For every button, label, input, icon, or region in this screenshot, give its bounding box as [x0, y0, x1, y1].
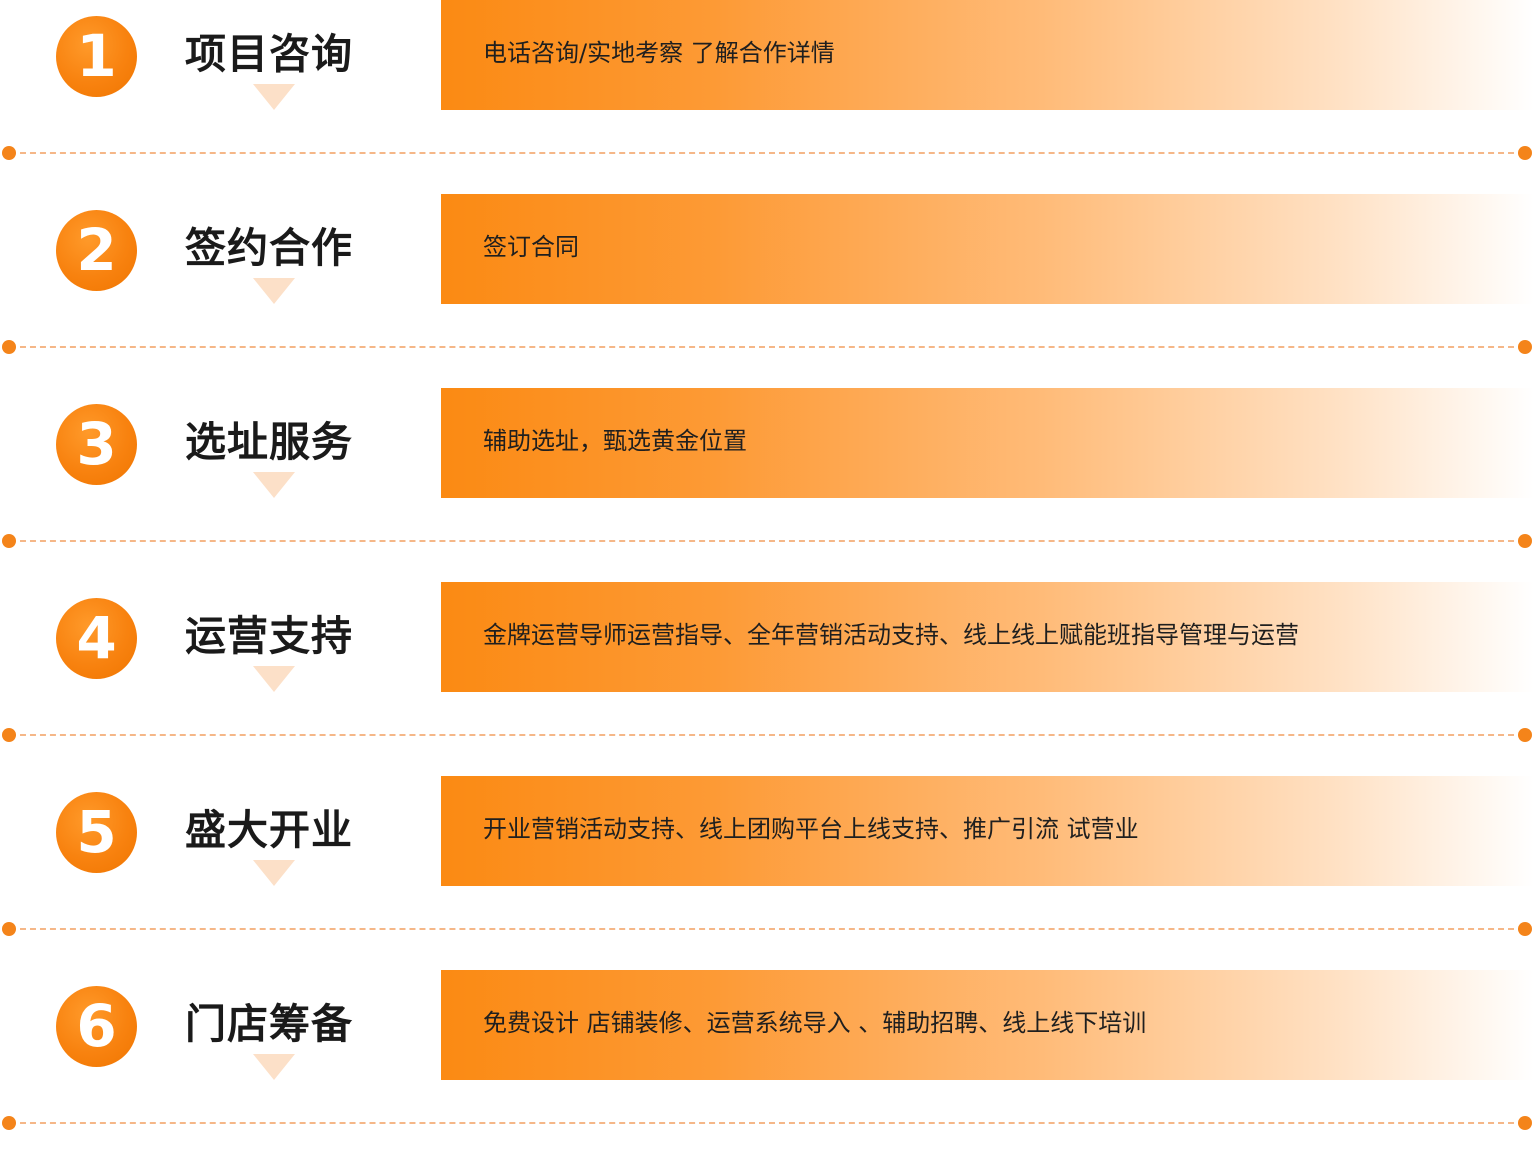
down-arrow-icon — [253, 84, 295, 110]
step-title: 运营支持 — [185, 612, 353, 660]
divider-dot-right — [1518, 146, 1532, 160]
step-description: 辅助选址，甄选黄金位置 — [483, 427, 747, 455]
divider-dot-left — [2, 922, 16, 936]
step-number-badge: 3 — [56, 404, 137, 485]
dashed-divider — [0, 534, 1534, 548]
step-2: 2 签约合作 签订合同 — [0, 194, 1534, 388]
step-number-badge: 2 — [56, 210, 137, 291]
step-description-bar: 签订合同 — [441, 194, 1534, 304]
dashed-divider — [0, 146, 1534, 160]
step-description-bar: 免费设计 店铺装修、运营系统导入 、辅助招聘、线上线下培训 — [441, 970, 1534, 1080]
step-number-badge: 5 — [56, 792, 137, 873]
down-arrow-icon — [253, 860, 295, 886]
divider-line — [10, 540, 1524, 542]
divider-dot-right — [1518, 922, 1532, 936]
step-6: 6 门店筹备 免费设计 店铺装修、运营系统导入 、辅助招聘、线上线下培训 — [0, 970, 1534, 1164]
step-title: 盛大开业 — [185, 806, 353, 854]
divider-line — [10, 346, 1524, 348]
step-description: 金牌运营导师运营指导、全年营销活动支持、线上线上赋能班指导管理与运营 — [483, 621, 1299, 649]
step-number-badge: 1 — [56, 16, 137, 97]
divider-dot-left — [2, 534, 16, 548]
down-arrow-icon — [253, 278, 295, 304]
down-arrow-icon — [253, 666, 295, 692]
step-description-bar: 金牌运营导师运营指导、全年营销活动支持、线上线上赋能班指导管理与运营 — [441, 582, 1534, 692]
divider-dot-left — [2, 340, 16, 354]
step-description: 签订合同 — [483, 233, 579, 261]
down-arrow-icon — [253, 472, 295, 498]
step-description: 电话咨询/实地考察 了解合作详情 — [483, 39, 835, 67]
step-5: 5 盛大开业 开业营销活动支持、线上团购平台上线支持、推广引流 试营业 — [0, 776, 1534, 970]
step-number-badge: 6 — [56, 986, 137, 1067]
step-description-bar: 辅助选址，甄选黄金位置 — [441, 388, 1534, 498]
dashed-divider — [0, 1116, 1534, 1130]
step-description-bar: 电话咨询/实地考察 了解合作详情 — [441, 0, 1534, 110]
dashed-divider — [0, 728, 1534, 742]
divider-dot-right — [1518, 728, 1532, 742]
step-title: 门店筹备 — [185, 1000, 353, 1048]
step-number-badge: 4 — [56, 598, 137, 679]
step-title: 选址服务 — [185, 418, 353, 466]
step-description: 免费设计 店铺装修、运营系统导入 、辅助招聘、线上线下培训 — [483, 1009, 1147, 1037]
divider-dot-left — [2, 146, 16, 160]
divider-line — [10, 928, 1524, 930]
dashed-divider — [0, 340, 1534, 354]
step-title: 项目咨询 — [185, 30, 353, 78]
divider-dot-right — [1518, 1116, 1532, 1130]
down-arrow-icon — [253, 1054, 295, 1080]
divider-dot-left — [2, 1116, 16, 1130]
dashed-divider — [0, 922, 1534, 936]
step-1: 1 项目咨询 电话咨询/实地考察 了解合作详情 — [0, 0, 1534, 194]
divider-dot-right — [1518, 534, 1532, 548]
divider-dot-left — [2, 728, 16, 742]
divider-line — [10, 1122, 1524, 1124]
step-description: 开业营销活动支持、线上团购平台上线支持、推广引流 试营业 — [483, 815, 1139, 843]
divider-line — [10, 734, 1524, 736]
step-3: 3 选址服务 辅助选址，甄选黄金位置 — [0, 388, 1534, 582]
divider-dot-right — [1518, 340, 1532, 354]
divider-line — [10, 152, 1524, 154]
step-description-bar: 开业营销活动支持、线上团购平台上线支持、推广引流 试营业 — [441, 776, 1534, 886]
step-4: 4 运营支持 金牌运营导师运营指导、全年营销活动支持、线上线上赋能班指导管理与运… — [0, 582, 1534, 776]
step-title: 签约合作 — [185, 224, 353, 272]
